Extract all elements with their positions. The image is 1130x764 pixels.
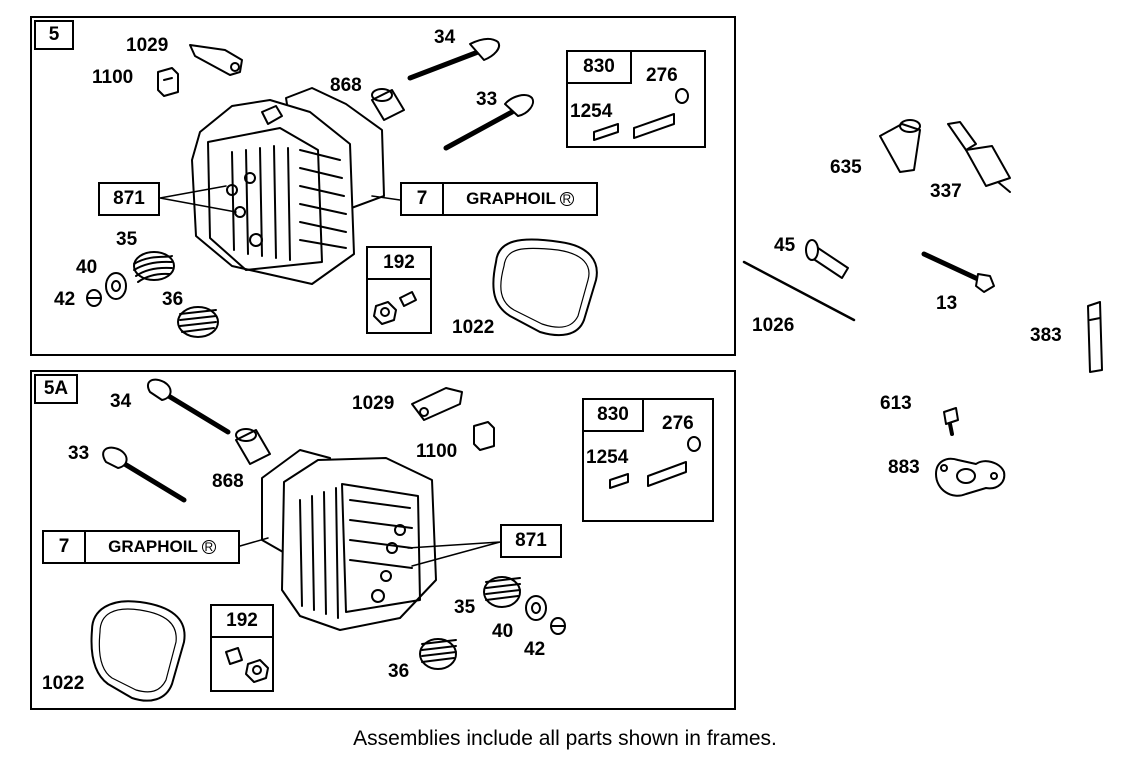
label-33: 33 <box>476 89 498 110</box>
graphoil-number-5a: 7 <box>44 532 86 562</box>
label-868-5a: 868 <box>212 471 244 492</box>
label-42-5a: 42 <box>524 639 546 660</box>
retainer-1100-drawing <box>157 67 179 97</box>
label-613: 613 <box>880 393 912 414</box>
label-1029: 1029 <box>126 35 169 56</box>
spring-36-drawing <box>177 306 219 338</box>
label-276-5a: 276 <box>662 413 694 434</box>
label-40-5a: 40 <box>492 621 514 642</box>
graphoil-box-5: 7 GRAPHOIL R <box>400 182 598 216</box>
label-36: 36 <box>162 289 184 310</box>
gasket-883-drawing <box>935 457 1006 497</box>
label-1100: 1100 <box>92 67 134 88</box>
valve-33-drawing <box>443 94 534 151</box>
label-337: 337 <box>930 181 962 202</box>
valve-34-drawing <box>407 37 500 81</box>
graphoil-text: GRAPHOIL <box>466 189 556 208</box>
screw-613-drawing <box>943 407 959 436</box>
label-1254: 1254 <box>570 101 613 122</box>
registered-mark-icon: R <box>559 192 574 206</box>
label-36-5a: 36 <box>388 661 410 682</box>
clip-383-drawing <box>1087 301 1103 373</box>
retainer-1100-5a-drawing <box>473 421 495 451</box>
spring-35-5a-drawing <box>483 576 521 608</box>
rocker-arm-1029-5a-drawing <box>411 387 463 421</box>
graphoil-text-wrap: GRAPHOIL R <box>444 184 596 214</box>
label-635: 635 <box>830 157 862 178</box>
assembly-frame-5 <box>30 16 736 356</box>
label-45: 45 <box>774 235 796 256</box>
spark-plug-boot-635-drawing <box>879 119 921 173</box>
label-883: 883 <box>888 457 920 478</box>
kit-830-box-5a: 830 <box>582 398 644 432</box>
kit-830-parts-5 <box>593 88 689 141</box>
label-13: 13 <box>936 293 958 314</box>
label-1026: 1026 <box>752 315 795 336</box>
gasket-1022-5a-drawing <box>90 600 186 702</box>
spark-plug-337-drawing <box>947 121 1011 193</box>
keeper-42-5a-drawing <box>550 617 566 635</box>
spring-36-5a-drawing <box>419 638 457 670</box>
kit-192-box: 192 <box>366 246 432 280</box>
label-40: 40 <box>76 257 98 278</box>
label-868: 868 <box>330 75 362 96</box>
kit-830-frame-5a <box>582 398 714 522</box>
label-35-5a: 35 <box>454 597 476 618</box>
keeper-42-drawing <box>86 289 102 307</box>
bolt-13-drawing <box>921 251 995 293</box>
washer-40-5a-drawing <box>525 595 547 621</box>
washer-40-drawing <box>105 272 127 300</box>
guide-868-drawing <box>371 88 405 121</box>
guide-868-5a-drawing <box>235 428 271 465</box>
label-42: 42 <box>54 289 76 310</box>
label-871-box: 871 <box>98 182 160 216</box>
rod-1026-drawing <box>742 260 856 322</box>
frame-id-5: 5 <box>34 20 74 50</box>
rocker-arm-1029-drawing <box>189 44 243 76</box>
kit-192-parts-5a <box>225 647 269 683</box>
cylinder-head-5-drawing <box>191 87 385 285</box>
label-35: 35 <box>116 229 138 250</box>
spring-35-drawing <box>133 251 175 283</box>
label-34: 34 <box>434 27 456 48</box>
kit-192-parts-5 <box>373 291 417 325</box>
label-276: 276 <box>646 65 678 86</box>
assembly-frame-5a <box>30 370 736 710</box>
label-1029-5a: 1029 <box>352 393 395 414</box>
valve-34-5a-drawing <box>146 378 231 435</box>
gasket-1022-drawing <box>492 238 598 337</box>
kit-830-parts-5a <box>609 436 701 489</box>
kit-192-box-5a: 192 <box>210 604 274 638</box>
valve-33-5a-drawing <box>102 446 187 503</box>
label-871-box-5a: 871 <box>500 524 562 558</box>
label-1022: 1022 <box>452 317 495 338</box>
graphoil-box-5a: 7 GRAPHOIL R <box>42 530 240 564</box>
registered-mark-icon-5a: R <box>201 540 216 554</box>
cylinder-head-5a-drawing <box>261 449 437 631</box>
label-1022-5a: 1022 <box>42 673 85 694</box>
graphoil-text-wrap-5a: GRAPHOIL R <box>86 532 238 562</box>
kit-830-frame-5 <box>566 50 706 148</box>
tube-45-drawing <box>805 239 849 279</box>
label-383: 383 <box>1030 325 1062 346</box>
label-34-5a: 34 <box>110 391 132 412</box>
graphoil-number: 7 <box>402 184 444 214</box>
label-1100-5a: 1100 <box>416 441 458 462</box>
frame-id-5a: 5A <box>34 374 78 404</box>
kit-830-box: 830 <box>566 50 632 84</box>
graphoil-text-5a: GRAPHOIL <box>108 537 198 556</box>
label-33-5a: 33 <box>68 443 90 464</box>
footnote: Assemblies include all parts shown in fr… <box>353 727 777 750</box>
label-1254-5a: 1254 <box>586 447 629 468</box>
